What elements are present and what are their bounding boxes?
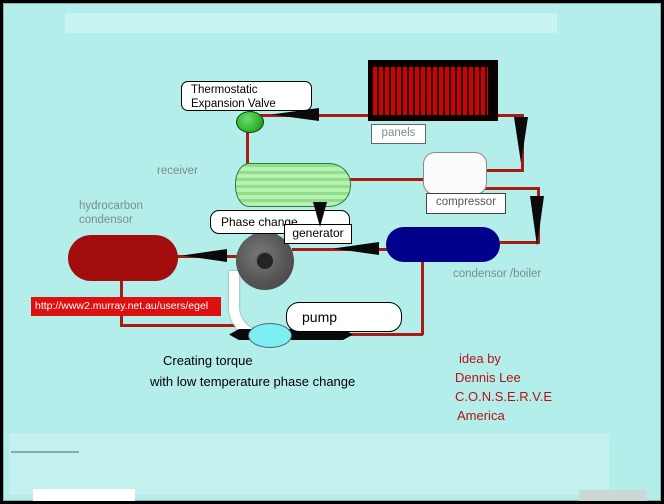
condensor-boiler-label: condensor /boiler: [453, 268, 542, 280]
pipe-compressor-right: [484, 187, 540, 190]
compressor-label-text: compressor: [435, 196, 497, 208]
flow-down-arrow-icon: [514, 117, 528, 163]
panels-label: panels: [371, 124, 426, 144]
hydrocarbon-label-line2: condensor: [79, 214, 133, 226]
pipe-into-compressor: [484, 169, 524, 172]
pump-label-text: pump: [302, 309, 338, 325]
pipe-valve-to-receiver: [246, 129, 249, 165]
receiver-label: receiver: [157, 165, 198, 177]
credit-line3: C.O.N.S.E.R.V.E: [455, 389, 553, 404]
url-link[interactable]: http://www2.murray.net.au/users/egel: [31, 297, 221, 316]
solar-panels: [368, 60, 498, 121]
background-highlight-bottom: [9, 433, 609, 495]
thermostatic-valve-label-line1: Thermostatic: [191, 84, 258, 96]
phase-change-label-text: Phase change: [221, 215, 298, 229]
generator-rotor-hub: [255, 251, 275, 271]
hydrocarbon-label-line1: hydrocarbon: [79, 200, 143, 212]
background-gray-box: [579, 490, 647, 501]
expansion-valve-body: [236, 111, 264, 133]
pump-body: [248, 323, 292, 348]
pipe-pump-right: [349, 333, 423, 336]
solar-panels-stripes: [373, 67, 488, 115]
hydrocarbon-condensor-label: hydrocarbon condensor: [79, 199, 143, 227]
compressor-body: [423, 152, 487, 195]
caption-line2: with low temperature phase change: [150, 374, 356, 389]
generator-label-text: generator: [292, 226, 344, 240]
flow-left-arrow-icon: [182, 249, 227, 262]
generator-label: generator: [284, 224, 352, 244]
flow-down-arrow-icon: [530, 196, 544, 246]
pipe-bottom-horizontal: [120, 324, 240, 327]
credit-line2: Dennis Lee: [455, 370, 521, 385]
pipe-boiler-to-generator: [292, 248, 387, 251]
thermostatic-valve-label-line2: Expansion Valve: [191, 98, 276, 110]
pipe-into-boiler-right: [500, 241, 540, 244]
pipe-panels-right-horizontal: [495, 114, 524, 117]
credit-line4: America: [457, 408, 505, 423]
condensor-boiler-body: [386, 227, 500, 262]
credit-line1: idea by: [459, 351, 501, 366]
background-highlight-top: [65, 13, 557, 33]
background-white-box: [33, 489, 135, 501]
pump-label: pump: [286, 302, 402, 332]
receiver-tank: [235, 163, 351, 207]
pipe-up-to-boiler: [421, 261, 424, 335]
caption-line1: Creating torque: [163, 353, 253, 368]
hydrocarbon-condensor-body: [68, 235, 178, 281]
pipe-receiver-to-compressor: [349, 178, 424, 181]
thermostatic-valve-label: Thermostatic Expansion Valve: [181, 81, 312, 111]
credit-block: idea by Dennis Lee C.O.N.S.E.R.V.E Ameri…: [455, 349, 552, 425]
panels-label-text: panels: [381, 127, 416, 139]
background-gray-line: [11, 451, 79, 453]
compressor-label: compressor: [426, 193, 506, 214]
